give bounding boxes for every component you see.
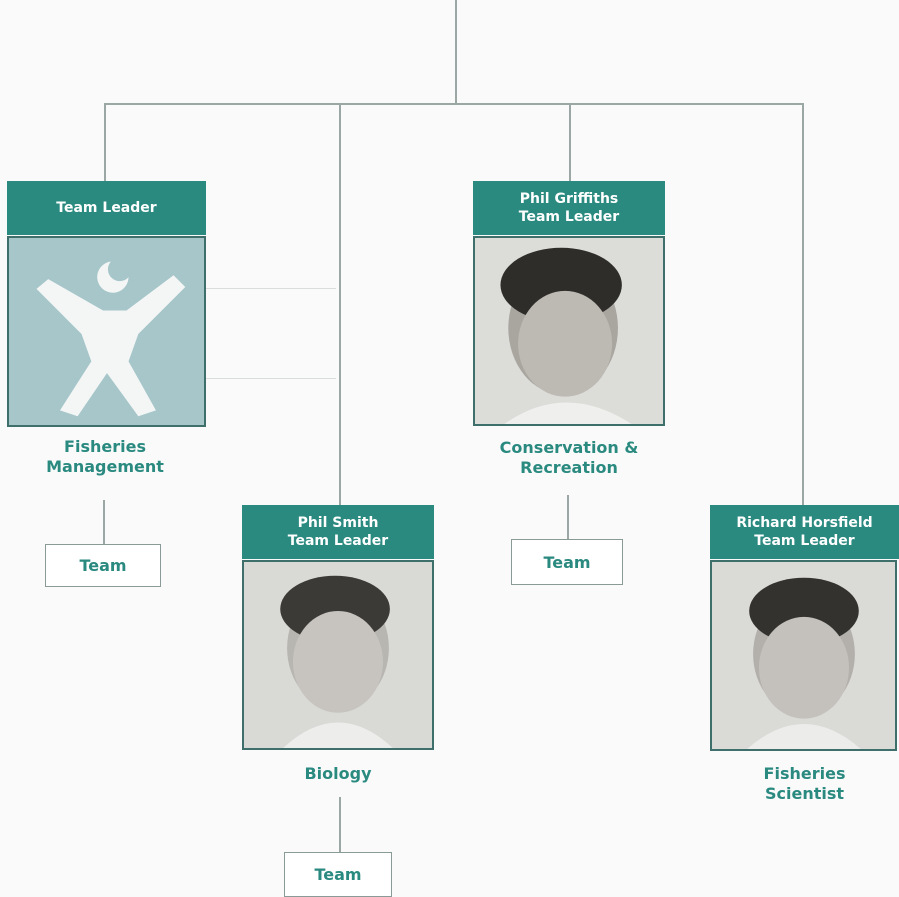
unit-header: Richard Horsfield Team Leader bbox=[710, 505, 899, 559]
person-photo bbox=[244, 562, 432, 748]
caption-line: Recreation bbox=[520, 458, 618, 477]
logo-icon bbox=[9, 238, 204, 425]
header-line: Phil Smith bbox=[297, 515, 379, 531]
team-box[interactable]: Team bbox=[45, 544, 161, 587]
caption-line: Conservation & bbox=[499, 438, 639, 457]
team-box[interactable]: Team bbox=[284, 852, 392, 897]
logo-photo-frame bbox=[7, 236, 206, 427]
connector-trunk bbox=[455, 0, 457, 104]
person-photo-frame bbox=[473, 236, 665, 426]
unit-header: Phil Smith Team Leader bbox=[242, 505, 434, 559]
unit-caption: Fisheries Scientist bbox=[710, 764, 899, 804]
connector-faint-h-2 bbox=[205, 378, 336, 379]
unit-caption: Biology bbox=[242, 764, 434, 784]
connector-drop-4 bbox=[802, 103, 804, 505]
header-line: Richard Horsfield bbox=[736, 515, 873, 531]
header-line: Team Leader bbox=[287, 533, 389, 549]
team-label: Team bbox=[314, 865, 362, 884]
connector-faint-h bbox=[205, 288, 336, 289]
person-photo-frame bbox=[710, 560, 897, 751]
unit-caption: Conservation & Recreation bbox=[460, 438, 678, 478]
person-photo-frame bbox=[242, 560, 434, 750]
header-line: Team Leader bbox=[56, 200, 157, 216]
caption-line: Management bbox=[46, 457, 164, 476]
connector-drop-3 bbox=[569, 103, 571, 181]
header-line: Phil Griffiths bbox=[519, 191, 619, 207]
connector-drop-1 bbox=[104, 103, 106, 181]
team-label: Team bbox=[79, 556, 127, 575]
caption-line: Biology bbox=[304, 764, 372, 783]
connector-team-1 bbox=[103, 500, 105, 544]
team-label: Team bbox=[543, 552, 591, 572]
caption-line: Fisheries bbox=[64, 437, 146, 456]
header-line: Team Leader bbox=[518, 209, 620, 225]
team-box[interactable]: Team bbox=[511, 539, 623, 585]
person-photo bbox=[712, 562, 895, 749]
connector-crossbar bbox=[104, 103, 804, 105]
caption-line: Fisheries bbox=[763, 764, 846, 783]
unit-header: Team Leader bbox=[7, 181, 206, 235]
connector-drop-2 bbox=[339, 103, 341, 505]
header-line: Team Leader bbox=[754, 533, 855, 549]
unit-caption: Fisheries Management bbox=[0, 437, 210, 477]
caption-line: Scientist bbox=[764, 784, 845, 803]
unit-header: Phil Griffiths Team Leader bbox=[473, 181, 665, 235]
connector-team-2 bbox=[339, 797, 341, 852]
connector-team-3 bbox=[567, 495, 569, 539]
person-photo bbox=[475, 238, 663, 424]
